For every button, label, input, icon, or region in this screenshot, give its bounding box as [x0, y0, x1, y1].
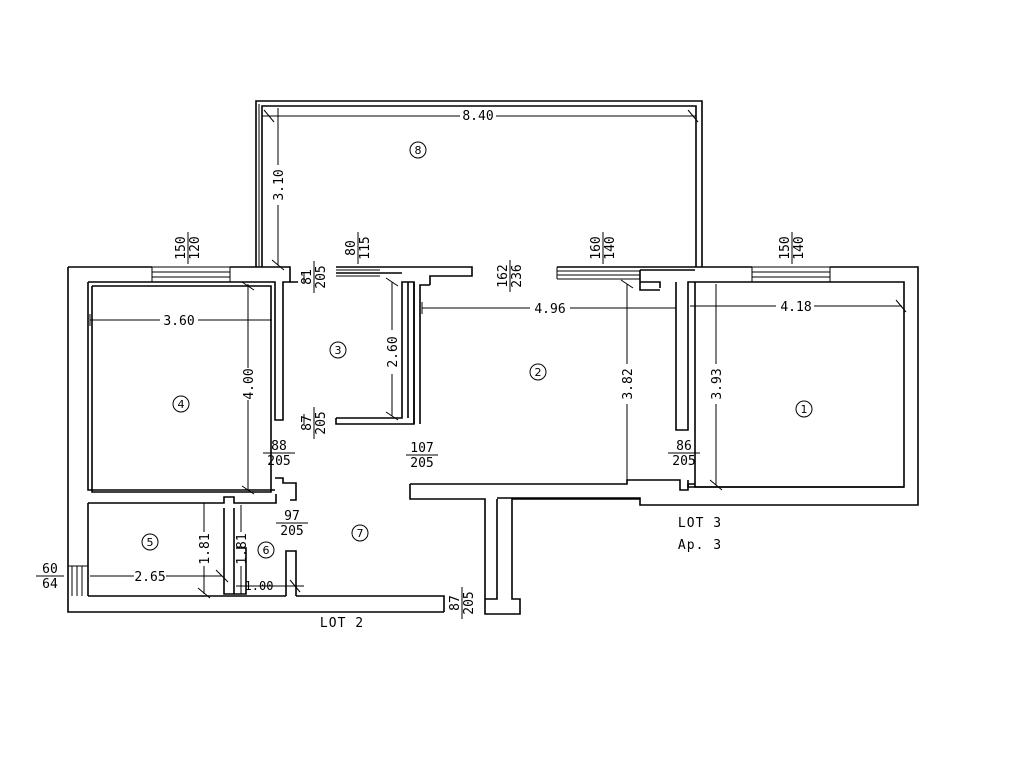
lot3-label: LOT 3 — [678, 516, 722, 531]
window-150-120 — [151, 266, 231, 283]
svg-text:81: 81 — [300, 269, 315, 285]
room-marker-7: 7 — [351, 524, 369, 542]
svg-text:4: 4 — [178, 398, 185, 411]
room-marker-5: 5 — [141, 533, 159, 551]
svg-text:205: 205 — [314, 265, 329, 288]
svg-text:115: 115 — [358, 236, 373, 259]
svg-text:107: 107 — [410, 441, 433, 456]
svg-text:87: 87 — [300, 415, 315, 431]
dim-393: 3.93 — [710, 368, 725, 399]
corridor-bottom-wall — [409, 479, 695, 615]
opening-labels: 150 120 80 115 160 140 150 140 81 205 16… — [36, 232, 807, 619]
lot2-bottom-inner — [88, 595, 445, 612]
svg-text:87: 87 — [448, 595, 463, 611]
opening-o107: 107 205 — [406, 441, 438, 471]
dim-310: 3.10 — [272, 169, 287, 200]
opening-o97: 97 205 — [276, 509, 308, 539]
walls — [67, 100, 919, 615]
opening-o60: 60 64 — [36, 562, 64, 592]
dimension-labels: 8.40 3.10 3.60 4.00 2.60 4.96 3.82 3.93 … — [134, 109, 811, 593]
svg-text:86: 86 — [676, 439, 692, 454]
window-160-140 — [556, 266, 640, 280]
svg-text:1: 1 — [801, 403, 808, 416]
opening-w1: 150 120 — [174, 232, 203, 264]
svg-text:97: 97 — [284, 509, 300, 524]
svg-text:150: 150 — [778, 236, 793, 259]
dim-400: 4.00 — [242, 368, 257, 399]
dim-181a: 1.81 — [198, 533, 213, 564]
windows — [151, 266, 831, 283]
opening-o88: 88 205 — [263, 439, 295, 469]
svg-text:8: 8 — [415, 144, 422, 157]
svg-text:160: 160 — [589, 236, 604, 259]
room4-door-jamb — [275, 477, 297, 501]
room1-wall — [687, 480, 904, 488]
balcony-inner-wall — [261, 105, 697, 267]
opening-o81: 81 205 — [300, 261, 329, 293]
svg-text:64: 64 — [42, 577, 58, 592]
apartment-label: Ap. 3 — [678, 538, 722, 553]
room-marker-4: 4 — [172, 395, 190, 413]
svg-text:2: 2 — [535, 366, 542, 379]
partition-room1 — [639, 269, 695, 431]
opening-w3: 160 140 — [589, 232, 618, 264]
svg-text:205: 205 — [280, 524, 303, 539]
entrance-rail — [68, 565, 88, 596]
window-150-140 — [751, 266, 831, 283]
window-80-115 — [336, 266, 380, 277]
svg-text:205: 205 — [267, 454, 290, 469]
dim-496: 4.96 — [534, 302, 565, 317]
room5-right-wall — [223, 508, 235, 595]
dimension-lines — [89, 108, 907, 599]
room-marker-8: 8 — [409, 141, 427, 159]
svg-text:120: 120 — [188, 236, 203, 259]
lot2-label: LOT 2 — [320, 616, 364, 631]
room-marker-3: 3 — [329, 341, 347, 359]
svg-text:6: 6 — [263, 544, 270, 557]
room-marker-6: 6 — [257, 541, 275, 559]
svg-text:205: 205 — [672, 454, 695, 469]
room-marker-2: 2 — [529, 363, 547, 381]
room-markers: 8 3 2 4 1 7 5 6 — [141, 141, 813, 559]
svg-text:205: 205 — [462, 591, 477, 614]
dim-265: 2.65 — [134, 570, 165, 585]
svg-text:140: 140 — [792, 236, 807, 259]
balcony-outer-wall — [255, 100, 703, 267]
dim-418: 4.18 — [780, 300, 811, 315]
svg-text:236: 236 — [510, 264, 525, 287]
room6-wall — [234, 547, 297, 596]
opening-w2: 80 115 — [344, 232, 373, 264]
svg-text:88: 88 — [271, 439, 287, 454]
corridor-stub-wall — [485, 499, 498, 600]
room-marker-1: 1 — [795, 400, 813, 418]
svg-text:80: 80 — [344, 240, 359, 256]
room4-wall — [91, 285, 272, 493]
dim-100: 1.00 — [245, 579, 274, 593]
room5-top-wall — [88, 494, 277, 504]
svg-text:140: 140 — [603, 236, 618, 259]
opening-o87b: 87 205 — [448, 587, 477, 619]
svg-text:150: 150 — [174, 236, 189, 259]
dim-840: 8.40 — [462, 109, 493, 124]
room3-right-wall — [413, 282, 430, 424]
svg-text:205: 205 — [314, 411, 329, 434]
dim-360: 3.60 — [163, 314, 194, 329]
room3-wall — [335, 272, 415, 425]
svg-text:205: 205 — [410, 456, 433, 471]
dim-260: 2.60 — [386, 336, 401, 367]
opening-o162: 162 236 — [496, 260, 525, 292]
opening-w4: 150 140 — [778, 232, 807, 264]
dim-382: 3.82 — [621, 368, 636, 399]
svg-text:60: 60 — [42, 562, 58, 577]
svg-text:5: 5 — [147, 536, 154, 549]
svg-text:162: 162 — [496, 264, 511, 287]
dim-181b: 1.81 — [235, 533, 250, 564]
opening-o87a: 87 205 — [300, 407, 329, 439]
inner-outer-wall — [87, 281, 905, 491]
opening-o86: 86 205 — [668, 439, 700, 469]
svg-text:7: 7 — [357, 527, 364, 540]
svg-text:3: 3 — [335, 344, 342, 357]
outer-wall — [67, 266, 919, 613]
